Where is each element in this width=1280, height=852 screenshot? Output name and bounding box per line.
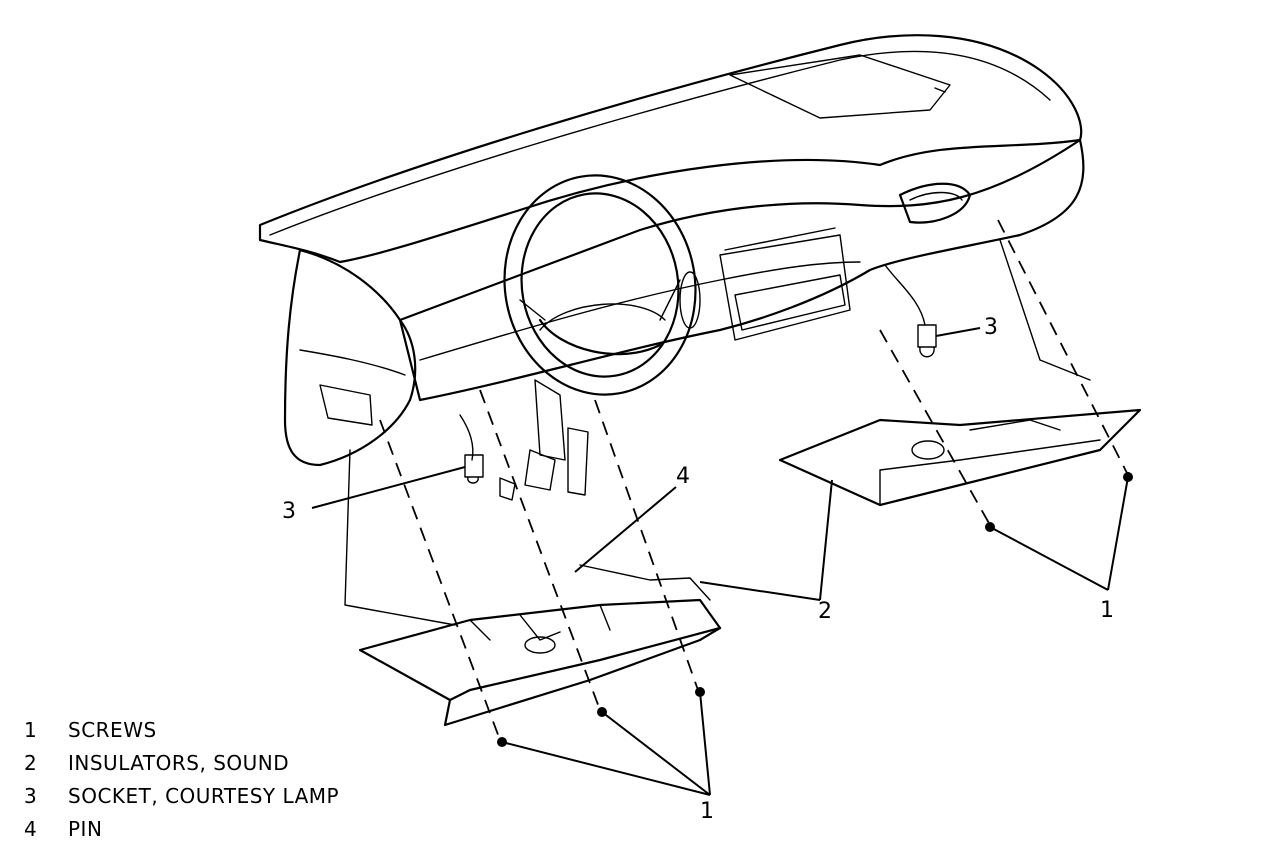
callout-pin: 4 [676,464,690,489]
leader-screws-right [989,476,1129,591]
leader-screws-bottom [501,691,711,796]
steering-column [534,379,566,461]
legend-item: 3 SOCKET, COURTESY LAMP [24,780,339,813]
legend-number: 3 [24,784,38,808]
right-courtesy-lamp-socket [917,324,937,348]
legend-item: 2 INSULATORS, SOUND [24,747,339,780]
dashboard-body [398,138,1085,402]
left-courtesy-lamp-socket [464,454,484,478]
callout-screws-bottom: 1 [700,799,714,824]
left-sound-insulator [358,598,722,702]
right-sound-insulator [778,408,1142,507]
parts-legend: 1 SCREWS 2 INSULATORS, SOUND 3 SOCKET, COUR… [24,714,339,846]
leader-lamp-left [311,466,466,509]
legend-number: 4 [24,817,38,841]
dashboard-top [258,34,1083,264]
right-harness [884,264,926,326]
leader-insulator [699,479,833,601]
callout-insulator: 2 [818,599,832,624]
legend-text: PIN [68,817,103,841]
accelerator-pedal [567,427,589,496]
center-stack [719,234,851,341]
right-vent [898,182,972,224]
defroster-grille [729,54,951,119]
brake-pedal [524,449,556,491]
legend-item: 4 PIN [24,813,339,846]
leader-pin [574,486,677,573]
leader-lamp-right [935,327,981,337]
legend-text: SCREWS [68,718,157,742]
callout-lamp-right: 3 [984,315,998,340]
left-harness [459,414,474,461]
callout-screws-right: 1 [1100,598,1114,623]
left-end-panel [283,248,417,467]
legend-text: INSULATORS, SOUND [68,751,290,775]
legend-number: 1 [24,718,38,742]
legend-text: SOCKET, COURTESY LAMP [68,784,340,808]
legend-item: 1 SCREWS [24,714,339,747]
callout-lamp-left: 3 [282,499,296,524]
legend-number: 2 [24,751,38,775]
steering-wheel [503,174,697,396]
